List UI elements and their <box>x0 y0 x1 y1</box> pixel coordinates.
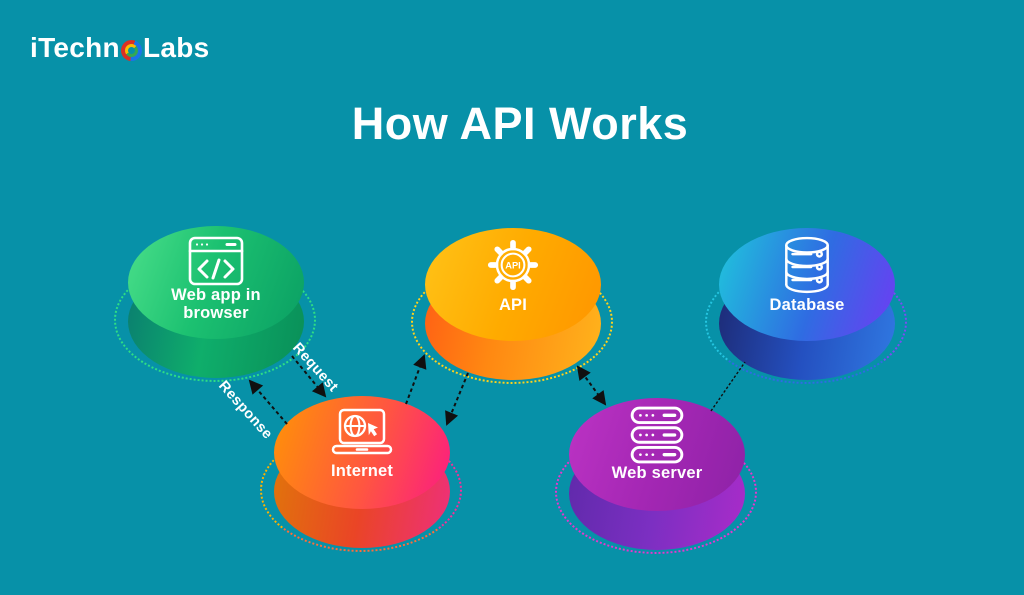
node-webserver: Web server <box>555 398 757 554</box>
webapp-disc-top <box>128 226 304 339</box>
response-label: Response <box>215 378 276 443</box>
node-database: Database <box>705 228 907 384</box>
api-gear-text: API <box>505 261 520 271</box>
database-disc-top <box>719 228 895 341</box>
logo-text-right: Labs <box>142 32 210 63</box>
internet-label: Internet <box>330 462 394 480</box>
api-gear-icon: API <box>425 234 601 296</box>
browser-code-icon <box>128 236 304 286</box>
database-label: Database <box>769 296 845 314</box>
node-internet: Internet <box>260 396 462 552</box>
server-rack-icon <box>569 406 745 464</box>
webserver-label: Web server <box>611 464 703 482</box>
page-title: How API Works <box>351 98 689 149</box>
logo-o-ring-icon <box>120 39 142 61</box>
database-icon <box>719 236 895 296</box>
api-label: API <box>498 296 528 314</box>
logo-text-left: iTechn <box>30 32 120 63</box>
api-to-internet-arrow <box>445 372 469 426</box>
webserver-disc-top <box>569 398 745 511</box>
laptop-globe-icon <box>274 408 450 456</box>
node-api: API API <box>411 228 613 384</box>
itechnolabs-logo: iTechn Labs <box>30 32 210 64</box>
webapp-label: Web app in browser <box>171 286 261 323</box>
node-webapp: Web app in browser <box>114 226 316 382</box>
